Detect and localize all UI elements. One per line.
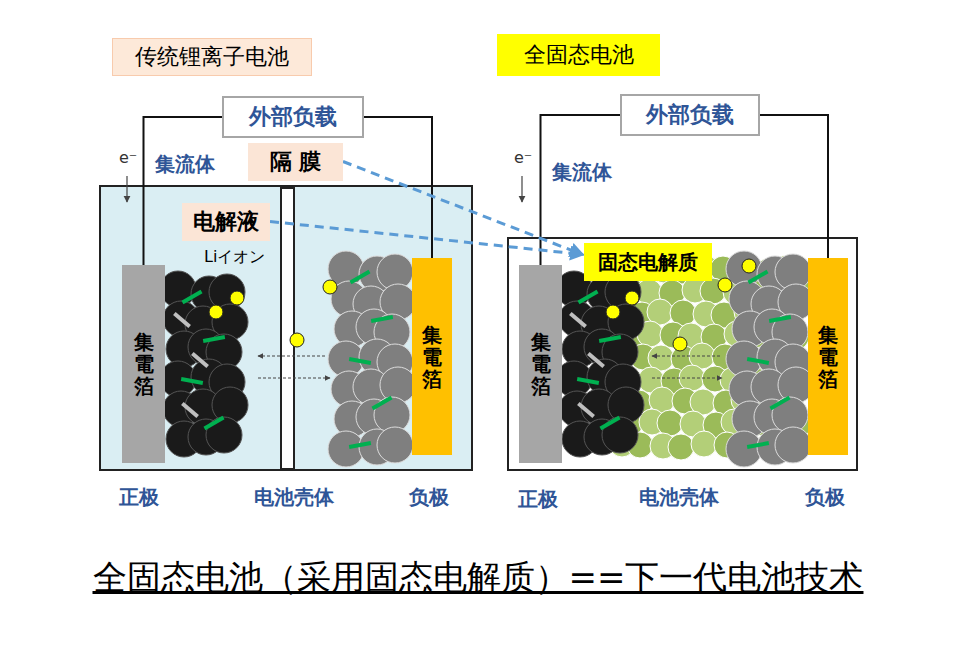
electron-label: e⁻ xyxy=(119,148,137,167)
current-collector-foil: 集電箔 xyxy=(519,265,562,463)
active-material-bar xyxy=(578,292,597,303)
node-text: 固态电解质 xyxy=(598,249,698,276)
ion-label: Liイオン xyxy=(204,247,265,268)
electrode-particle xyxy=(328,431,364,467)
panel-title-box: 全固态电池 xyxy=(497,34,660,76)
active-material-bar xyxy=(182,292,201,303)
node-text: 外部负载 xyxy=(249,102,337,132)
active-material-bar xyxy=(192,354,207,367)
lithium-ion xyxy=(625,291,639,305)
active-material-bar xyxy=(371,317,393,321)
active-material-bar xyxy=(174,314,189,327)
node-text: 集電箔 xyxy=(818,324,838,390)
active-material-bar xyxy=(349,359,371,363)
active-material-bar xyxy=(599,337,621,341)
lithium-ion xyxy=(606,305,620,319)
node-text: 集電箔 xyxy=(531,331,551,397)
node-text: 外部负载 xyxy=(646,100,734,130)
electrode-particle xyxy=(775,427,811,463)
part-label: 负极 xyxy=(805,484,845,511)
part-label: 电池壳体 xyxy=(254,484,334,511)
active-material-bar xyxy=(747,359,769,363)
lithium-ion xyxy=(742,259,756,273)
electron-arrow xyxy=(521,176,522,202)
electron-label: e⁻ xyxy=(514,148,532,167)
part-label: 电池壳体 xyxy=(639,484,719,511)
active-material-bar xyxy=(578,404,593,417)
lithium-ion xyxy=(718,278,732,292)
part-label: 负极 xyxy=(409,484,449,511)
callout-box: 隔 膜 xyxy=(248,143,343,181)
part-label: 集流体 xyxy=(552,159,612,186)
active-material-bar xyxy=(203,337,225,341)
active-material-bar xyxy=(570,314,585,327)
part-label: 正极 xyxy=(518,486,558,513)
panel-title-box: 传统锂离子电池 xyxy=(112,38,312,76)
node-text: 隔 膜 xyxy=(270,147,322,177)
node-text: 集電箔 xyxy=(422,324,442,390)
active-material-bar xyxy=(748,272,767,283)
electrode-particle xyxy=(726,431,762,467)
lithium-ion xyxy=(230,291,244,305)
lithium-ion xyxy=(323,280,337,294)
active-material-bar xyxy=(350,272,369,283)
current-collector-foil: 集電箔 xyxy=(808,258,848,455)
current-collector-foil: 集電箔 xyxy=(122,265,165,463)
battery-housing xyxy=(100,186,472,470)
electrode-particle xyxy=(377,427,413,463)
active-material-bar xyxy=(181,379,203,383)
dashed-arrow xyxy=(270,222,582,255)
active-material-bar xyxy=(204,418,223,429)
node-text: 电解液 xyxy=(193,207,259,237)
battery-housing xyxy=(508,238,857,470)
active-material-bar xyxy=(770,398,789,409)
active-material-bar xyxy=(769,317,791,321)
active-material-bar xyxy=(349,443,371,447)
part-label: 集流体 xyxy=(155,151,215,178)
part-label: 正极 xyxy=(119,484,159,511)
active-material-bar xyxy=(747,443,769,447)
active-material-bar xyxy=(600,418,619,429)
dashed-arrow xyxy=(343,162,582,255)
active-material-bar xyxy=(588,354,603,367)
wire xyxy=(144,117,223,265)
callout-box: 电解液 xyxy=(182,203,270,241)
lithium-ion xyxy=(290,333,304,347)
caption: 全固态电池（采用固态电解质）==下一代电池技术 xyxy=(93,555,864,601)
active-material-bar xyxy=(372,398,391,409)
lithium-ion xyxy=(673,337,687,351)
solid-electrolyte-particle xyxy=(668,434,694,460)
ion-flow-arrow xyxy=(652,356,720,357)
lithium-ion xyxy=(209,305,223,319)
wire xyxy=(760,115,828,258)
node-text: 传统锂离子电池 xyxy=(135,42,289,72)
load-box: 外部负载 xyxy=(222,96,364,138)
load-box: 外部负载 xyxy=(620,94,760,136)
separator-membrane xyxy=(281,188,294,469)
active-material-bar xyxy=(182,404,197,417)
ion-flow-arrow xyxy=(258,356,325,357)
solid-electrolyte-particle xyxy=(657,410,683,436)
current-collector-foil: 集電箔 xyxy=(412,258,452,455)
node-text: 全固态电池 xyxy=(524,40,634,70)
ion-flow-arrow xyxy=(652,378,722,379)
active-material-bar xyxy=(577,379,599,383)
ion-flow-arrow xyxy=(258,378,330,379)
electron-arrow xyxy=(126,176,127,202)
solid-electrolyte-particle xyxy=(691,431,717,457)
electrolyte-box: 固态电解质 xyxy=(584,243,712,281)
node-text: 集電箔 xyxy=(134,331,154,397)
